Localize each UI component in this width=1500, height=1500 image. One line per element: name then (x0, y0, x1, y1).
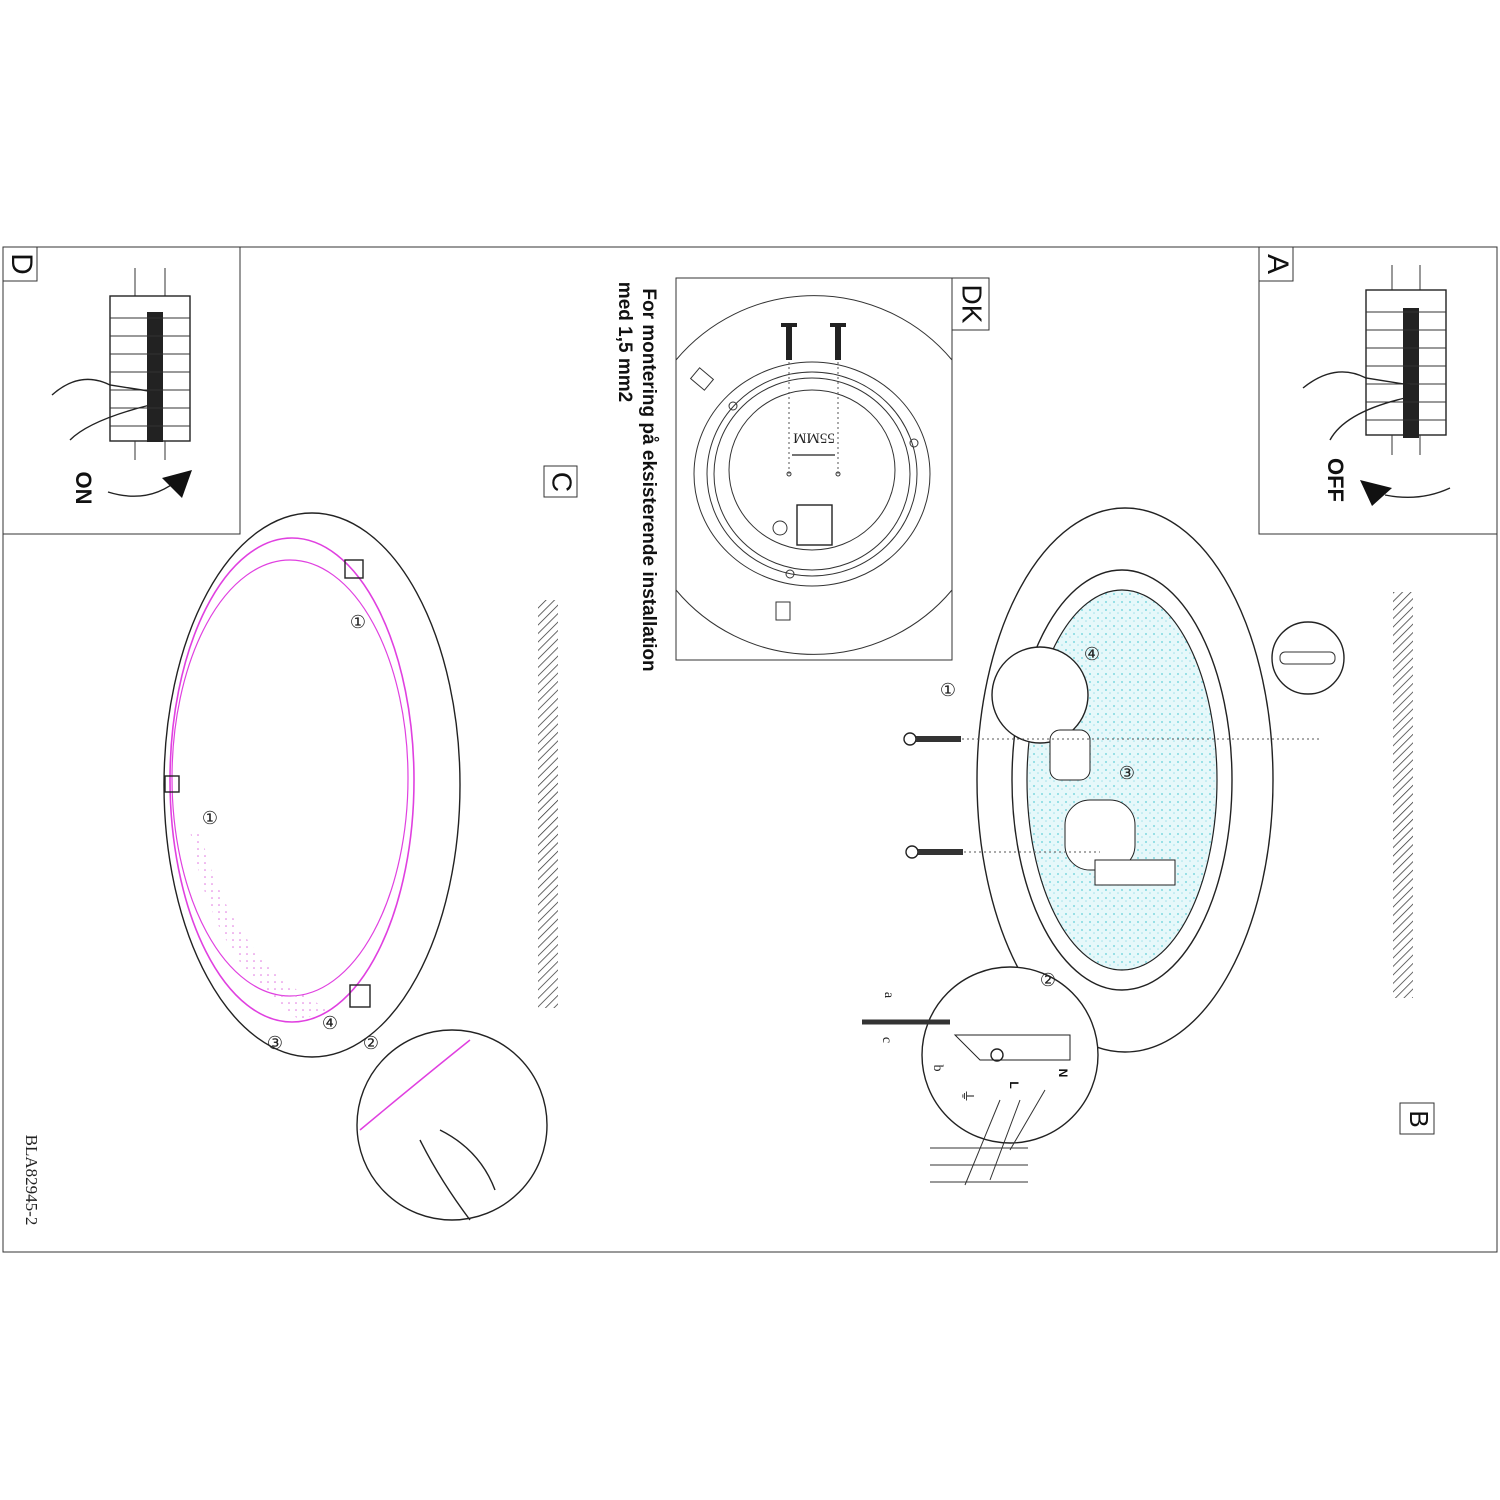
step-1-label: ① (202, 808, 218, 828)
breaker-box-icon (1365, 265, 1447, 455)
step-4-label: ④ (1084, 644, 1100, 664)
bulb-icon (991, 646, 1089, 744)
page-frame (2, 246, 1498, 1253)
wiring-step-b: b (930, 1065, 945, 1072)
panel-d: D ON (2, 246, 241, 535)
screw-icon (781, 323, 846, 360)
ceiling-wall (538, 600, 558, 1008)
live-wire-label: L (1007, 1081, 1021, 1088)
step-1-label: ① (940, 680, 956, 700)
step-4-label: ④ (322, 1013, 338, 1033)
detail-magnifier (356, 1029, 548, 1221)
hand-icon (51, 378, 156, 441)
switch-state-on: ON (71, 472, 96, 505)
rotate-arrow-icon (1384, 487, 1451, 499)
panel-b-label: B (1404, 1110, 1434, 1127)
panel-c-label: C (547, 472, 578, 492)
finger-icon (419, 1129, 496, 1221)
wiring-step-c: c (879, 1037, 894, 1043)
panel-dk-label: DK (957, 285, 988, 324)
earth-icon: ⏚ (959, 1089, 975, 1103)
mains-wires (930, 1089, 1046, 1186)
wiring-step-a: a (881, 992, 896, 999)
panel-d-label: D (5, 253, 38, 275)
panel-a-label: A (1261, 254, 1294, 274)
switch-state-off: OFF (1323, 458, 1348, 502)
luminaire-base-b: ① ④ ③ ② a c b N L ⏚ (862, 507, 1413, 1186)
panel-dk: DK 55MM (675, 277, 990, 661)
wall-plug-icon (1271, 621, 1345, 695)
step-2-label: ② (1040, 970, 1056, 990)
hand-icon (1302, 371, 1411, 441)
step-3-label: ③ (267, 1033, 283, 1053)
ceiling-wall (1393, 592, 1413, 998)
screw-icon (903, 732, 963, 859)
panel-a: A OFF (1258, 246, 1498, 535)
dimension-label: 55MM (793, 430, 835, 446)
document-code: BLA82945-2 (22, 1135, 41, 1226)
instruction-line-2: med 1,5 mm2 (614, 282, 635, 402)
luminaire-cover-c: ① ① ② ③ ④ (163, 512, 558, 1221)
terminal-bracket (953, 1034, 1071, 1061)
step-1-label: ① (350, 612, 366, 632)
step-2-label: ② (363, 1033, 379, 1053)
breaker-box-icon (109, 268, 191, 460)
neutral-wire-label: N (1056, 1069, 1070, 1078)
terminal-block-icon (796, 504, 833, 546)
step-3-label: ③ (1119, 763, 1135, 783)
instruction-line-1: For montering på eksisterende installati… (638, 288, 659, 671)
